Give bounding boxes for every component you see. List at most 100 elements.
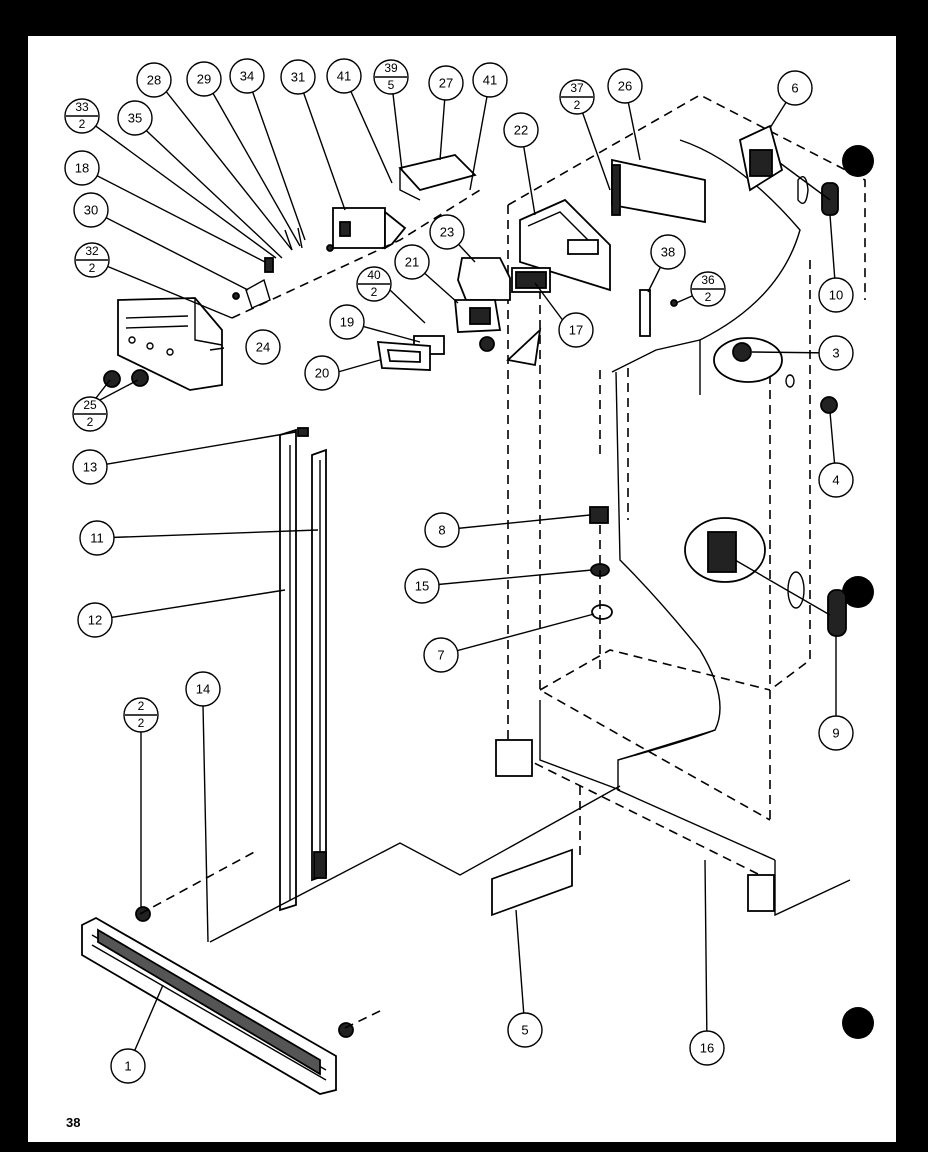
evap-cover-26 <box>611 158 706 224</box>
fan-3 <box>713 337 795 388</box>
svg-text:19: 19 <box>340 314 354 329</box>
svg-text:28: 28 <box>147 72 161 87</box>
callout-23: 23 <box>429 214 465 250</box>
svg-text:32: 32 <box>85 244 99 258</box>
svg-text:35: 35 <box>128 110 142 125</box>
svg-text:13: 13 <box>83 459 97 474</box>
callout-18: 18 <box>64 150 100 186</box>
svg-text:40: 40 <box>367 268 381 282</box>
svg-text:2: 2 <box>87 415 94 429</box>
registration-dot-top <box>842 145 874 177</box>
svg-text:2: 2 <box>705 290 712 304</box>
thermostat-bracket <box>332 207 407 250</box>
callout-40-2: 402 <box>356 266 392 302</box>
svg-text:17: 17 <box>569 322 583 337</box>
leveler-16 <box>747 874 775 912</box>
switch-21 <box>454 299 502 333</box>
block-5 <box>491 848 573 917</box>
svg-text:16: 16 <box>700 1040 714 1055</box>
svg-text:14: 14 <box>196 681 210 696</box>
callout-10: 10 <box>818 277 854 313</box>
svg-text:18: 18 <box>75 160 89 175</box>
toe-grille-1 <box>81 906 354 1095</box>
svg-text:41: 41 <box>483 72 497 87</box>
roller-bracket <box>495 739 533 777</box>
callout-14: 14 <box>185 671 221 707</box>
callout-41-left: 41 <box>326 58 362 94</box>
svg-text:41: 41 <box>337 68 351 83</box>
svg-text:29: 29 <box>197 71 211 86</box>
svg-text:38: 38 <box>661 244 675 259</box>
small-screws-cluster <box>232 227 334 309</box>
svg-text:3: 3 <box>832 345 839 360</box>
page-number: 38 <box>66 1115 80 1130</box>
callout-29: 29 <box>186 61 222 97</box>
callout-36-2: 362 <box>690 271 726 307</box>
svg-text:22: 22 <box>514 122 528 137</box>
registration-dot-middle <box>842 576 874 608</box>
callout-4: 4 <box>818 462 854 498</box>
callout-20: 20 <box>304 355 340 391</box>
strip-38 <box>639 289 651 337</box>
baffle-piece <box>506 327 542 367</box>
callout-25-2: 252 <box>72 379 139 432</box>
callout-32-2: 322 <box>74 242 110 278</box>
callout-11: 11 <box>79 520 115 556</box>
callout-30: 30 <box>73 192 109 228</box>
svg-text:5: 5 <box>521 1022 528 1037</box>
callout-12: 12 <box>77 602 113 638</box>
callout-17: 17 <box>558 312 594 348</box>
callout-7: 7 <box>423 637 459 673</box>
callout-35: 35 <box>117 100 153 136</box>
light-housing-23 <box>457 257 511 301</box>
callout-21: 21 <box>394 244 430 280</box>
callout-27: 27 <box>428 65 464 101</box>
svg-text:21: 21 <box>405 254 419 269</box>
svg-text:2: 2 <box>138 699 145 713</box>
svg-text:8: 8 <box>438 522 445 537</box>
svg-text:12: 12 <box>88 612 102 627</box>
light-10 <box>797 176 839 216</box>
bracket-17 <box>511 267 551 293</box>
callout-41-right: 41 <box>472 62 508 98</box>
callout-15: 15 <box>404 568 440 604</box>
svg-text:9: 9 <box>832 725 839 740</box>
callout-1: 1 <box>110 1048 146 1084</box>
top-bracket-27 <box>398 154 477 201</box>
callout-22: 22 <box>503 112 539 148</box>
callout-13: 13 <box>72 449 108 485</box>
cabinet-liner <box>539 139 851 917</box>
callout-31: 31 <box>280 59 316 95</box>
callout-8: 8 <box>424 512 460 548</box>
callout-9: 9 <box>818 715 854 751</box>
svg-text:26: 26 <box>618 78 632 93</box>
svg-text:36: 36 <box>701 273 715 287</box>
callout-26: 26 <box>607 68 643 104</box>
callout-5: 5 <box>507 1012 543 1048</box>
callout-39-5: 395 <box>373 59 409 95</box>
drain-parts <box>589 506 613 670</box>
svg-text:11: 11 <box>90 530 104 545</box>
grommet-4 <box>820 396 838 414</box>
svg-text:20: 20 <box>315 365 329 380</box>
svg-text:24: 24 <box>256 339 270 354</box>
callout-38: 38 <box>650 234 686 270</box>
svg-text:34: 34 <box>240 68 254 83</box>
control-housing <box>117 297 223 391</box>
control-knobs <box>103 369 149 388</box>
svg-text:2: 2 <box>574 98 581 112</box>
svg-text:31: 31 <box>291 69 305 84</box>
svg-text:39: 39 <box>384 61 398 75</box>
svg-text:4: 4 <box>832 472 839 487</box>
callout-34: 34 <box>229 58 265 94</box>
callout-16: 16 <box>689 1030 725 1066</box>
svg-text:2: 2 <box>138 716 145 730</box>
svg-text:15: 15 <box>415 578 429 593</box>
svg-text:30: 30 <box>84 202 98 217</box>
svg-text:5: 5 <box>388 78 395 92</box>
svg-text:10: 10 <box>829 287 843 302</box>
callout-19: 19 <box>329 304 365 340</box>
svg-text:2: 2 <box>89 261 96 275</box>
